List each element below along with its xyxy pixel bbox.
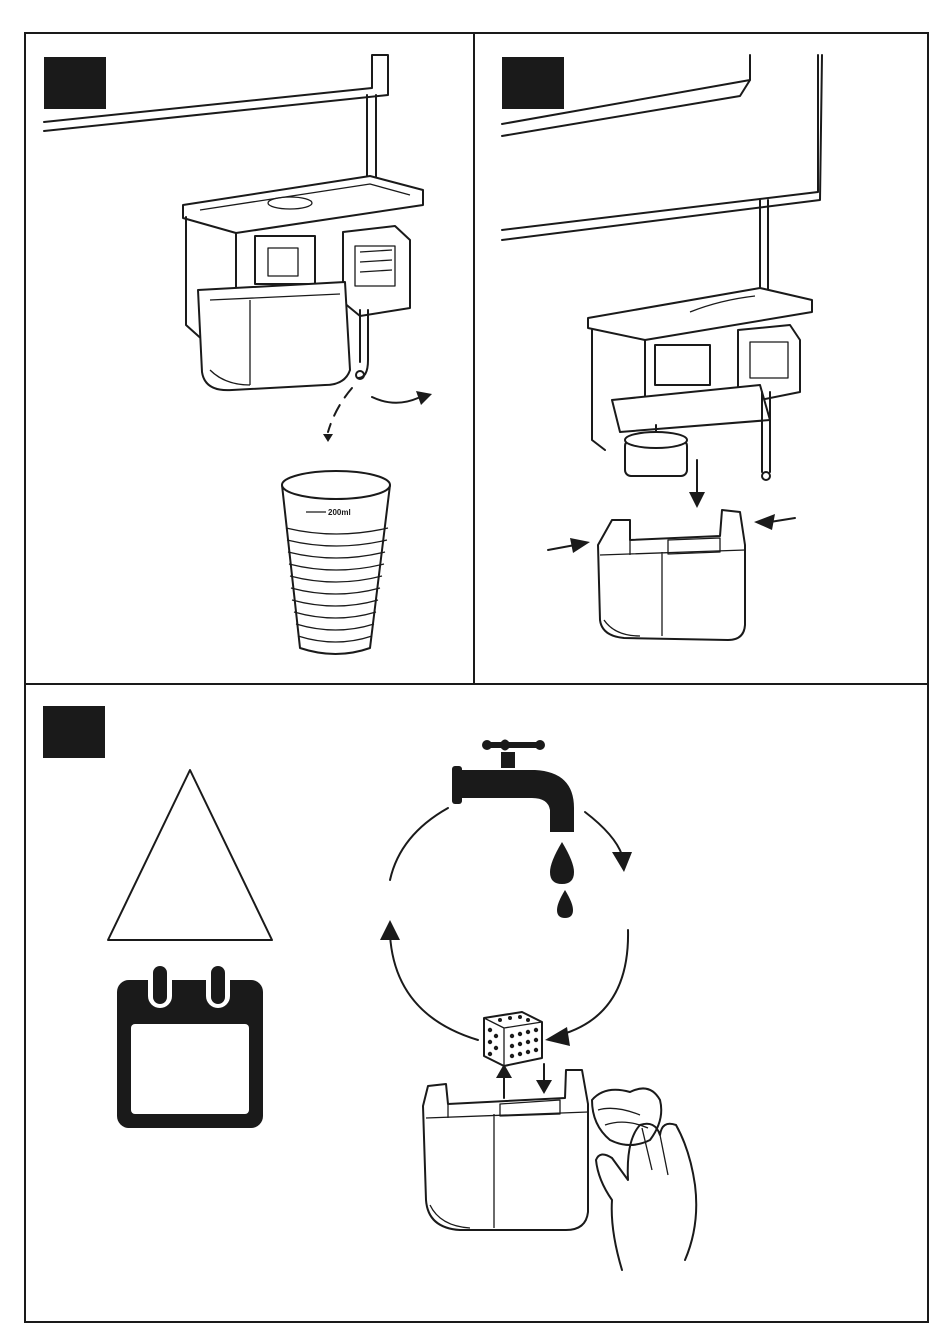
filter-icon: [484, 1012, 542, 1066]
calendar-icon: [117, 962, 263, 1128]
water-tap-icon: [452, 740, 574, 833]
water-drop-icon: [550, 842, 574, 918]
warning-triangle-icon: [108, 770, 272, 940]
hand-cloth-icon: [592, 1088, 696, 1270]
